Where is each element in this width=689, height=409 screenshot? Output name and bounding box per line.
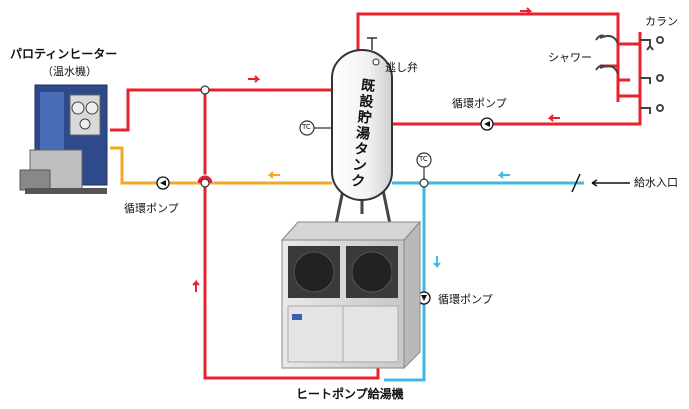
pump-top-right-label: 循環ポンプ bbox=[452, 97, 507, 110]
heat-pump-label: ヒートポンプ給湯機 bbox=[296, 387, 404, 401]
vent-valve-label: 逃し弁 bbox=[385, 61, 418, 74]
heater-title: パロティンヒーター bbox=[10, 47, 118, 61]
storage-tank bbox=[299, 37, 393, 225]
warm-water-pipes bbox=[110, 146, 332, 185]
hot-water-pipes bbox=[110, 12, 642, 380]
pump-symbol-left bbox=[156, 176, 170, 190]
karan-label: カラン bbox=[645, 15, 678, 28]
water-inlet-label: 給水入口 bbox=[634, 176, 678, 189]
pump-left-label: 循環ポンプ bbox=[124, 202, 179, 215]
tc-sensor-cold bbox=[416, 152, 432, 180]
heat-pump-unit bbox=[280, 220, 422, 370]
shower-label: シャワー bbox=[548, 51, 592, 64]
pipe-break-mark bbox=[571, 173, 581, 193]
fixtures bbox=[595, 34, 664, 114]
tc-label-tank: TC bbox=[302, 123, 311, 131]
heater-unit bbox=[19, 84, 108, 194]
pipe-valves bbox=[200, 85, 429, 188]
crossover-hop bbox=[197, 175, 213, 184]
tc-label-cold: TC bbox=[419, 155, 428, 163]
flow-arrows bbox=[192, 7, 630, 292]
pump-bottom-label: 循環ポンプ bbox=[438, 293, 493, 306]
heater-subtitle: （温水機） bbox=[42, 65, 97, 78]
pump-symbol-top-right bbox=[480, 117, 494, 131]
